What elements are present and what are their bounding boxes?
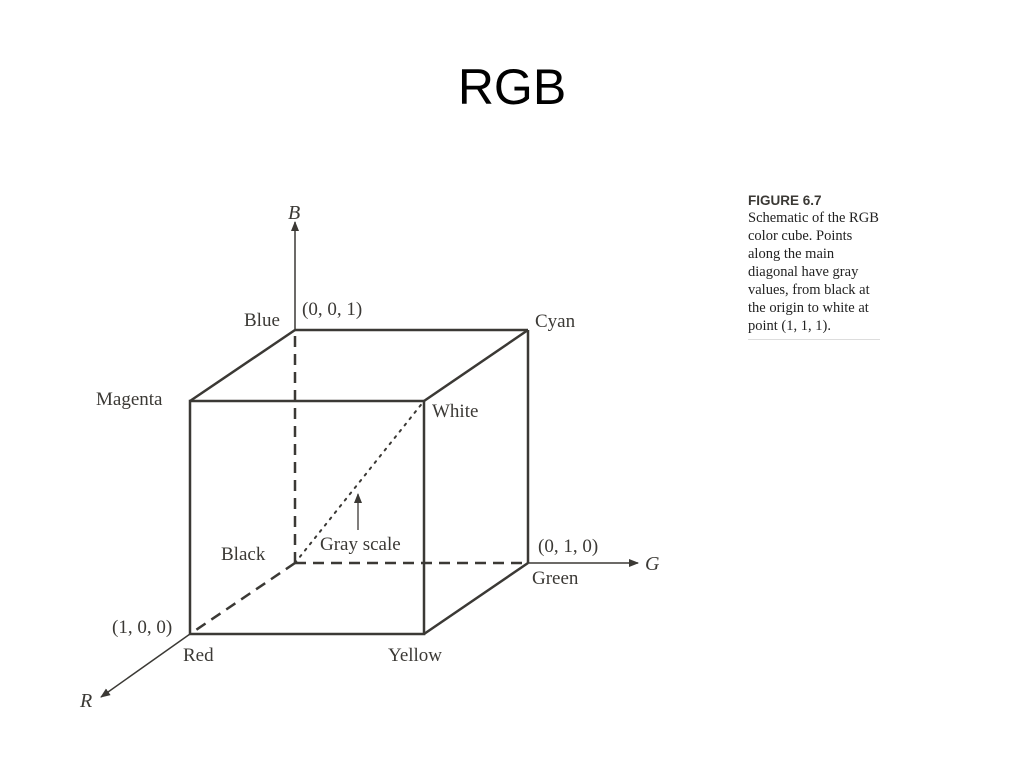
- edge-white-cyan: [423, 328, 529, 403]
- figure-caption-text: Schematic of the RGB color cube. Points …: [748, 210, 879, 334]
- corner-label-black: Black: [221, 544, 266, 565]
- coord-label-blue: (0, 0, 1): [302, 299, 362, 320]
- gray-scale-label: Gray scale: [320, 534, 401, 555]
- gray-scale-diagonal: [294, 400, 425, 564]
- figure-caption: FIGURE 6.7 Schematic of the RGB color cu…: [748, 193, 880, 340]
- axis-label-r: R: [79, 690, 92, 712]
- corner-label-green: Green: [532, 568, 579, 589]
- corner-label-yellow: Yellow: [388, 645, 442, 666]
- corner-label-magenta: Magenta: [96, 389, 163, 410]
- corner-label-red: Red: [183, 645, 214, 666]
- slide-title: RGB: [457, 59, 567, 115]
- figure-caption-title: FIGURE 6.7: [748, 193, 822, 208]
- coord-label-red: (1, 0, 0): [112, 617, 172, 638]
- r-axis: [100, 633, 191, 698]
- hidden-edges: [189, 330, 528, 636]
- coord-label-green: (0, 1, 0): [538, 536, 598, 557]
- corner-label-blue: Blue: [244, 310, 280, 331]
- visible-edges: [188, 328, 530, 636]
- corner-label-white: White: [432, 401, 478, 422]
- axis-label-b: B: [288, 202, 300, 224]
- axis-label-g: G: [645, 553, 660, 575]
- front-face: [188, 399, 426, 636]
- edge-yellow-green: [423, 561, 529, 636]
- edge-magenta-blue: [189, 328, 296, 403]
- edge-black-red: [189, 561, 296, 636]
- corner-label-cyan: Cyan: [535, 311, 576, 332]
